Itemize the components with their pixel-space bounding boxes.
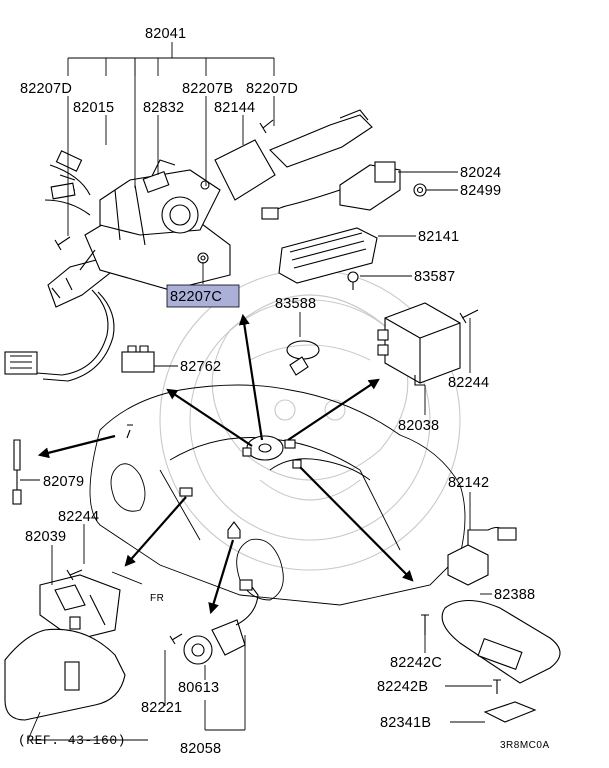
- label-82207D-right: 82207D: [246, 81, 298, 97]
- label-83588: 83588: [275, 296, 316, 312]
- label-82144: 82144: [214, 100, 255, 116]
- label-diagram-code: 3R8MC0A: [500, 740, 550, 751]
- leader-lines: [20, 42, 492, 741]
- label-ref: (REF. 43-160): [18, 733, 126, 748]
- label-82244-right: 82244: [448, 375, 489, 391]
- label-82038: 82038: [398, 418, 439, 434]
- part-ref-panel: [4, 628, 126, 721]
- label-82207D-left: 82207D: [20, 81, 72, 97]
- label-82341B: 82341B: [380, 715, 431, 731]
- label-80613: 80613: [178, 680, 219, 696]
- label-82079: 82079: [43, 474, 84, 490]
- label-83587: 83587: [414, 269, 455, 285]
- label-82221: 82221: [141, 700, 182, 716]
- combination-switch-assembly: [4, 109, 373, 382]
- label-82142: 82142: [448, 475, 489, 491]
- label-82832: 82832: [143, 100, 184, 116]
- part-82142-82388-set: [421, 526, 561, 723]
- labels: 82041 82207D 82015 82832 82207B 82144 82…: [18, 26, 550, 757]
- label-82058: 82058: [180, 741, 221, 757]
- arrows: [37, 313, 414, 615]
- label-82242C: 82242C: [390, 655, 442, 671]
- label-82499: 82499: [460, 183, 501, 199]
- label-fr: FR: [150, 593, 164, 604]
- part-82141-module: [278, 227, 378, 290]
- label-82762: 82762: [180, 359, 221, 375]
- label-82039: 82039: [25, 529, 66, 545]
- part-83588-cable-tie: [286, 340, 320, 376]
- label-82207C: 82207C: [170, 289, 222, 305]
- label-82388: 82388: [494, 587, 535, 603]
- part-82762-connector: [121, 345, 155, 373]
- part-82024-unit: [261, 161, 427, 220]
- label-82207B: 82207B: [182, 81, 233, 97]
- part-82038-box: [377, 302, 479, 386]
- part-82079-sensor: [12, 439, 22, 505]
- label-82024: 82024: [460, 165, 501, 181]
- highlight-82207C: [166, 284, 240, 308]
- label-82041: 82041: [145, 26, 186, 42]
- label-82242B: 82242B: [377, 679, 428, 695]
- part-82039-bracket: [39, 569, 121, 641]
- label-82015: 82015: [73, 100, 114, 116]
- label-82141: 82141: [418, 229, 459, 245]
- label-82244-left: 82244: [58, 509, 99, 525]
